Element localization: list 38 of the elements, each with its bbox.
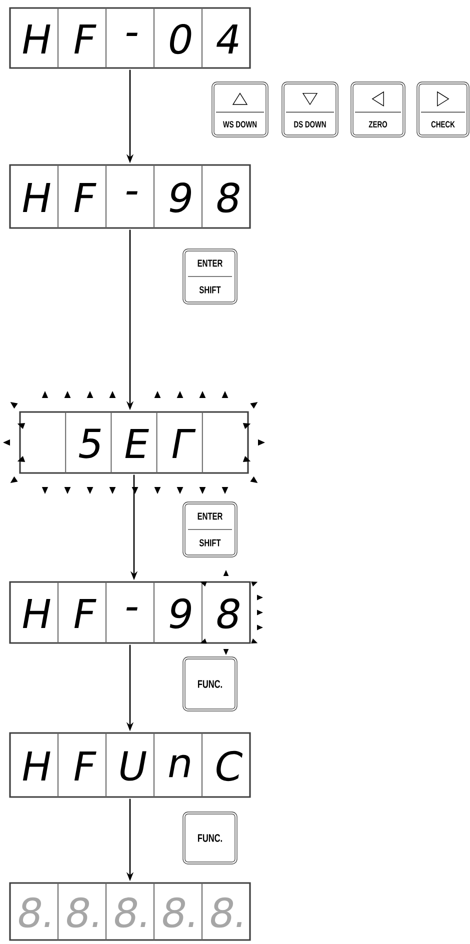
display-digit: H (22, 183, 50, 212)
button-label: ENTER (198, 512, 222, 520)
display-digit: 9 (170, 598, 191, 629)
display-digit: H (22, 598, 50, 628)
display-digit: - (126, 607, 138, 610)
display-digit: - (126, 32, 138, 36)
display-digit: 8. (162, 897, 194, 928)
display-digit: F (74, 24, 96, 54)
button-label: FUNC. (198, 680, 222, 688)
display-digit: 8. (66, 897, 98, 928)
button-label: SHIFT (199, 286, 221, 294)
display-digit: F (74, 598, 96, 628)
button-label: DS DOWN (294, 121, 326, 128)
display-digit: C (216, 750, 243, 782)
button-label: FUNC. (198, 834, 222, 842)
display-digit: 8 (217, 182, 240, 213)
display-digit: Γ (172, 428, 196, 458)
display-digit: 8. (210, 897, 242, 928)
display-digit: E (125, 428, 149, 458)
display-digit: H (22, 24, 50, 54)
display-digit: n (169, 754, 190, 778)
display-digit: 8. (114, 897, 146, 928)
display-digit: 8. (18, 897, 50, 928)
display-digit: F (74, 183, 96, 212)
button-label: WS DOWN (223, 121, 257, 128)
display-digit: - (126, 191, 138, 194)
display-digit: F (74, 751, 96, 781)
display-digit: 9 (170, 182, 191, 213)
display-digit: 5 (78, 428, 101, 458)
display-digit: U (120, 751, 146, 781)
button-label: CHECK (431, 121, 455, 128)
display-digit: 0 (170, 24, 192, 54)
display-digit: 4 (216, 24, 238, 54)
display-digit: H (22, 751, 50, 781)
display-digit: 8 (217, 598, 240, 629)
button-label: SHIFT (199, 539, 221, 546)
button-label: ZERO (368, 121, 388, 128)
button-label: ENTER (198, 260, 222, 267)
